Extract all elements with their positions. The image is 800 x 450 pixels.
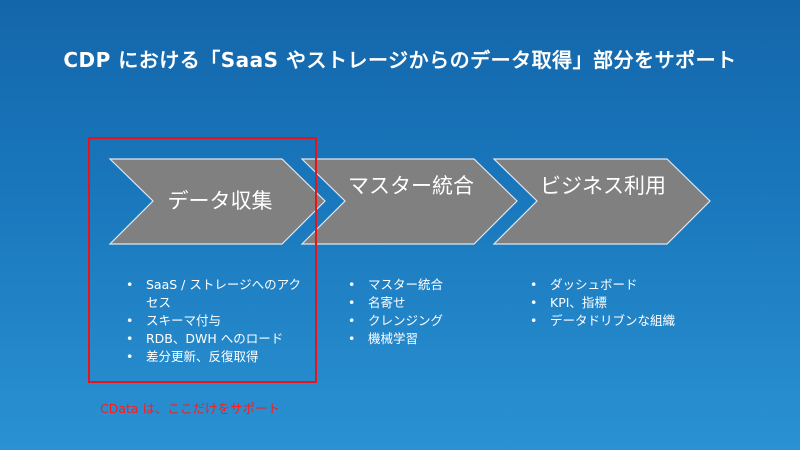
list-item: データドリブンな組織 (530, 312, 730, 330)
list-item: ダッシュボード (530, 276, 730, 294)
list-item: 名寄せ (348, 294, 498, 312)
list-item: RDB、DWH へのロード (126, 330, 306, 348)
list-item: 機械学習 (348, 330, 498, 348)
chevron-step-2 (300, 158, 518, 245)
chevron-step-3 (492, 158, 711, 245)
list-item: 差分更新、反復取得 (126, 348, 306, 366)
list-item: スキーマ付与 (126, 312, 306, 330)
highlight-box (88, 137, 317, 383)
step-3-label: ビジネス利用 (540, 174, 666, 198)
support-note: CData は、ここだけをサポート (100, 401, 281, 416)
step-1-label: データ収集 (167, 189, 273, 213)
chevron-step-1 (108, 158, 326, 245)
step-2-label: マスター統合 (348, 174, 474, 198)
list-item: SaaS / ストレージへのアクセス (126, 276, 306, 312)
list-item: クレンジング (348, 312, 498, 330)
step-2-list: マスター統合 名寄せ クレンジング 機械学習 (348, 276, 498, 348)
list-item: マスター統合 (348, 276, 498, 294)
step-1-list: SaaS / ストレージへのアクセス スキーマ付与 RDB、DWH へのロード … (126, 276, 306, 366)
step-3-list: ダッシュボード KPI、指標 データドリブンな組織 (530, 276, 730, 330)
slide-title: CDP における「SaaS やストレージからのデータ取得」部分をサポート (63, 48, 737, 72)
list-item: KPI、指標 (530, 294, 730, 312)
